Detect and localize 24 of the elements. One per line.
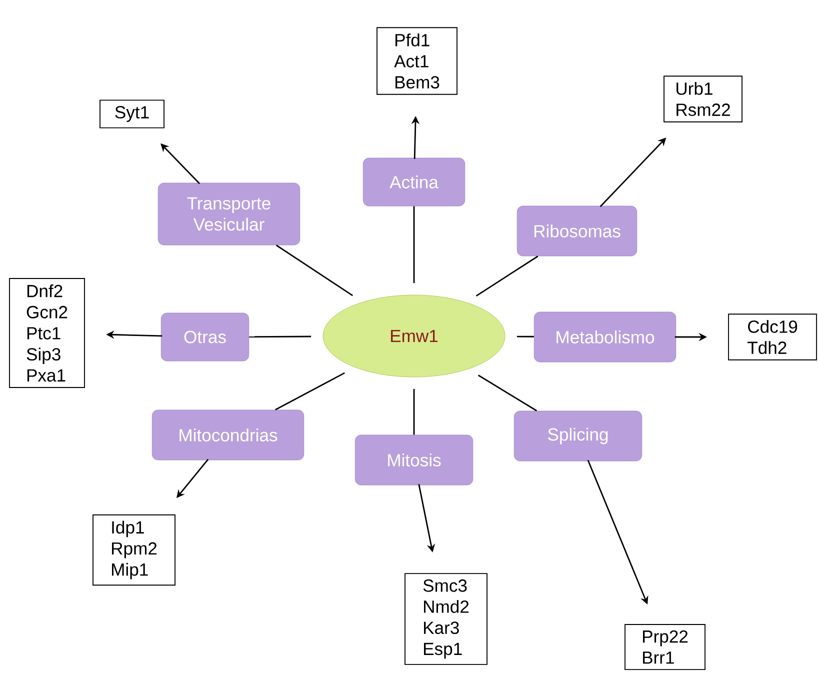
connector-line	[478, 374, 538, 412]
category-box: Actina	[362, 158, 466, 206]
category-box: Mitocondrias	[152, 410, 304, 460]
gene-list-box: Dnf2 Gcn2 Ptc1 Sip3 Pxa1	[9, 278, 85, 388]
category-box: Metabolismo	[534, 312, 676, 362]
connector-line	[413, 388, 415, 435]
gene-list-box: Cdc19 Tdh2	[728, 314, 818, 360]
category-box: Otras	[160, 312, 250, 362]
connector-line	[249, 336, 312, 338]
gene-list-box: Syt1	[100, 100, 164, 128]
gene-list-box: Idp1 Rpm2 Mip1	[92, 514, 176, 586]
connector-line	[516, 336, 534, 338]
connector-line	[275, 372, 345, 410]
category-box: Transporte Vesicular	[158, 182, 300, 246]
connector-line	[413, 206, 415, 284]
gene-list-box: Smc3 Nmd2 Kar3 Esp1	[404, 573, 488, 665]
connector-line	[276, 244, 354, 296]
gene-list-box: Prp22 Brr1	[624, 624, 706, 670]
category-box: Mitosis	[354, 434, 474, 486]
category-box: Splicing	[514, 410, 642, 462]
gene-list-box: Urb1 Rsm22	[664, 76, 742, 122]
connector-line	[476, 256, 538, 296]
category-box: Ribosomas	[516, 206, 638, 256]
gene-list-box: Pfd1 Act1 Bem3	[376, 27, 458, 95]
